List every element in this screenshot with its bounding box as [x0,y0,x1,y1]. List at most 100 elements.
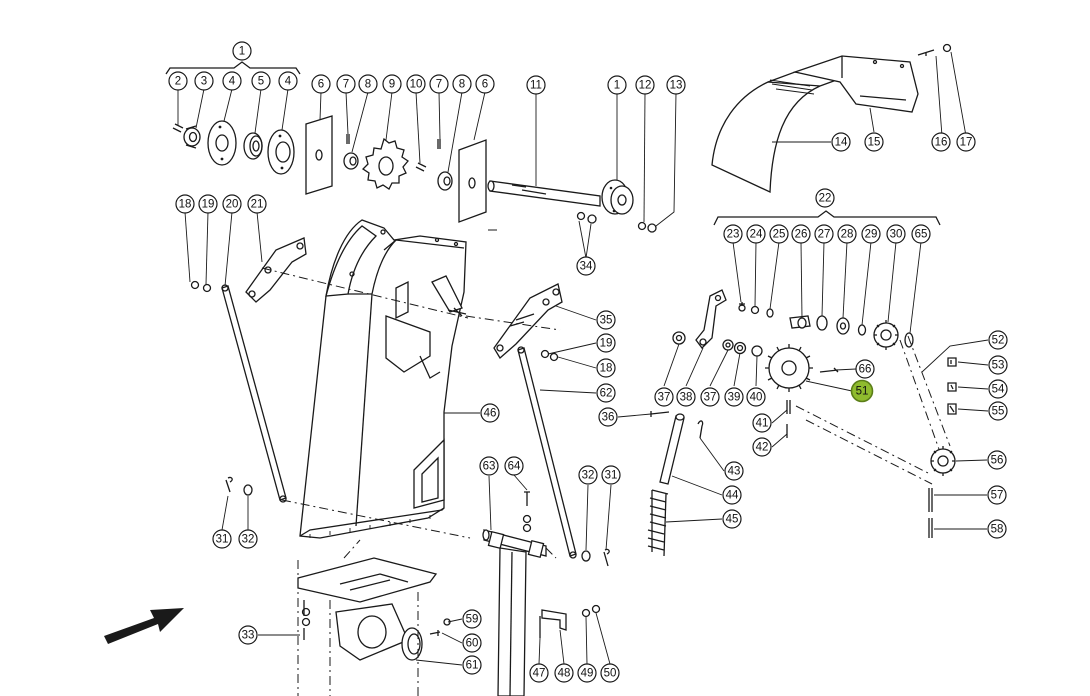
callout-44[interactable]: 44 [722,485,742,505]
callout-7[interactable]: 7 [336,74,356,94]
callout-31[interactable]: 31 [601,465,621,485]
callout-11[interactable]: 11 [526,75,546,95]
callout-9[interactable]: 9 [382,74,402,94]
callout-21[interactable]: 21 [247,194,267,214]
callout-25[interactable]: 25 [769,224,789,244]
callout-18[interactable]: 18 [175,194,195,214]
callout-12[interactable]: 12 [635,75,655,95]
callout-circle [222,194,242,214]
callout-28[interactable]: 28 [837,224,857,244]
callout-circle [831,132,851,152]
callout-24[interactable]: 24 [746,224,766,244]
callout-circle [746,387,766,407]
callout-circle [722,509,742,529]
callout-27[interactable]: 27 [814,224,834,244]
callout-41[interactable]: 41 [752,413,772,433]
callout-54[interactable]: 54 [988,379,1008,399]
callout-7[interactable]: 7 [429,74,449,94]
callout-6[interactable]: 6 [311,74,331,94]
callout-22[interactable]: 22 [815,188,835,208]
callout-1[interactable]: 1 [232,41,252,61]
callout-19[interactable]: 19 [198,194,218,214]
callout-36[interactable]: 36 [598,407,618,427]
callout-55[interactable]: 55 [988,401,1008,421]
callout-17[interactable]: 17 [956,132,976,152]
callout-32[interactable]: 32 [238,529,258,549]
callout-26[interactable]: 26 [791,224,811,244]
callout-37[interactable]: 37 [700,387,720,407]
callout-35[interactable]: 35 [596,310,616,330]
callout-20[interactable]: 20 [222,194,242,214]
callout-8[interactable]: 8 [358,74,378,94]
callout-circle [988,355,1008,375]
callout-circle [596,333,616,353]
callout-43[interactable]: 43 [724,461,744,481]
callout-49[interactable]: 49 [577,663,597,683]
callout-18[interactable]: 18 [596,358,616,378]
callout-58[interactable]: 58 [987,519,1007,539]
callout-14[interactable]: 14 [831,132,851,152]
callout-4[interactable]: 4 [278,71,298,91]
callout-15[interactable]: 15 [864,132,884,152]
callout-16[interactable]: 16 [931,132,951,152]
callout-circle [598,407,618,427]
callout-13[interactable]: 13 [666,75,686,95]
callout-65[interactable]: 65 [911,224,931,244]
callout-8[interactable]: 8 [452,74,472,94]
callout-number: 31 [605,470,618,482]
callout-number: 33 [242,630,255,642]
callout-33[interactable]: 33 [238,625,258,645]
callout-63[interactable]: 63 [479,456,499,476]
callout-circle [864,132,884,152]
callout-47[interactable]: 47 [529,663,549,683]
callout-56[interactable]: 56 [987,450,1007,470]
callout-37[interactable]: 37 [654,387,674,407]
callout-number: 35 [600,315,613,327]
callout-64[interactable]: 64 [504,456,524,476]
callout-19[interactable]: 19 [596,333,616,353]
callout-31[interactable]: 31 [212,529,232,549]
callout-66[interactable]: 66 [855,359,875,379]
callout-57[interactable]: 57 [987,485,1007,505]
guard-cover [711,43,967,194]
callout-59[interactable]: 59 [462,609,482,629]
callout-42[interactable]: 42 [752,437,772,457]
callout-1[interactable]: 1 [607,75,627,95]
callout-52[interactable]: 52 [988,330,1008,350]
callout-5[interactable]: 5 [251,71,271,91]
callout-number: 17 [960,137,973,149]
callout-circle [596,310,616,330]
callout-46[interactable]: 46 [480,403,500,423]
callout-39[interactable]: 39 [724,387,744,407]
callout-circle [529,663,549,683]
callout-32[interactable]: 32 [578,465,598,485]
callout-50[interactable]: 50 [600,663,620,683]
callout-number: 29 [865,229,878,241]
callout-30[interactable]: 30 [886,224,906,244]
callout-51[interactable]: 51 [850,379,874,403]
callout-number: 4 [229,76,236,88]
callout-3[interactable]: 3 [194,71,214,91]
callout-number: 23 [727,229,740,241]
callout-23[interactable]: 23 [723,224,743,244]
callout-34[interactable]: 34 [576,256,596,276]
callout-45[interactable]: 45 [722,509,742,529]
callout-29[interactable]: 29 [861,224,881,244]
callout-60[interactable]: 60 [462,633,482,653]
callout-40[interactable]: 40 [746,387,766,407]
callout-38[interactable]: 38 [676,387,696,407]
callout-53[interactable]: 53 [988,355,1008,375]
callout-2[interactable]: 2 [168,71,188,91]
callout-6[interactable]: 6 [475,74,495,94]
callout-circle [814,224,834,244]
callout-circle [251,71,271,91]
callout-number: 44 [726,490,739,502]
callout-circle [194,71,214,91]
callout-48[interactable]: 48 [554,663,574,683]
callout-circle [462,609,482,629]
callout-10[interactable]: 10 [406,74,426,94]
callout-61[interactable]: 61 [462,655,482,675]
callout-62[interactable]: 62 [596,383,616,403]
callout-4[interactable]: 4 [222,71,242,91]
callout-circle [769,224,789,244]
